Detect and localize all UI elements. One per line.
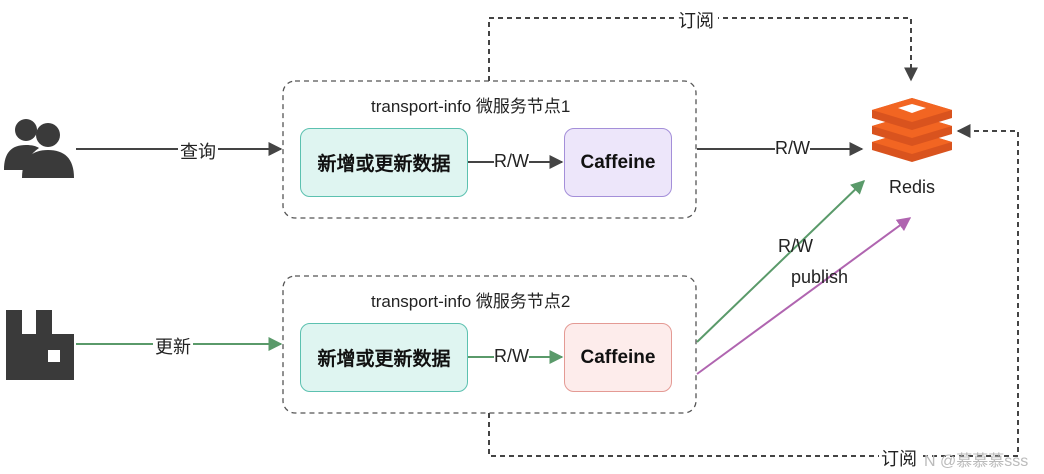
watermark: N @慕慕慕sss (924, 453, 1029, 470)
label-node2-publish: publish (791, 267, 849, 287)
label-node1-rw: R/W (494, 151, 529, 172)
label-node2-rw: R/W (494, 346, 529, 367)
label-node2-to-redis-rw: R/W (778, 236, 813, 256)
node1-group (282, 80, 697, 219)
label-update: 更新 (153, 333, 193, 359)
label-subscribe-bottom: 订阅 (879, 445, 919, 471)
edge-node2-to-redis-rw (696, 180, 866, 343)
users-icon (4, 119, 74, 178)
node2-title: transport-info 微服务节点2 (371, 292, 571, 311)
edge-subscribe-bottom (488, 124, 1019, 457)
node1-write-box: 新增或更新数据 (300, 128, 468, 197)
node1-title: transport-info 微服务节点1 (371, 97, 571, 116)
redis-icon (872, 98, 952, 162)
label-subscribe-top: 订阅 (674, 7, 718, 33)
rabbitmq-icon (6, 310, 74, 380)
node1-cache-box: Caffeine (564, 128, 672, 197)
label-node1-to-redis: R/W (775, 138, 810, 159)
label-query: 查询 (178, 138, 218, 164)
node2-cache-box: Caffeine (564, 323, 672, 392)
redis-label: Redis (889, 177, 936, 197)
node2-write-box: 新增或更新数据 (300, 323, 468, 392)
edge-node2-publish (696, 217, 912, 375)
